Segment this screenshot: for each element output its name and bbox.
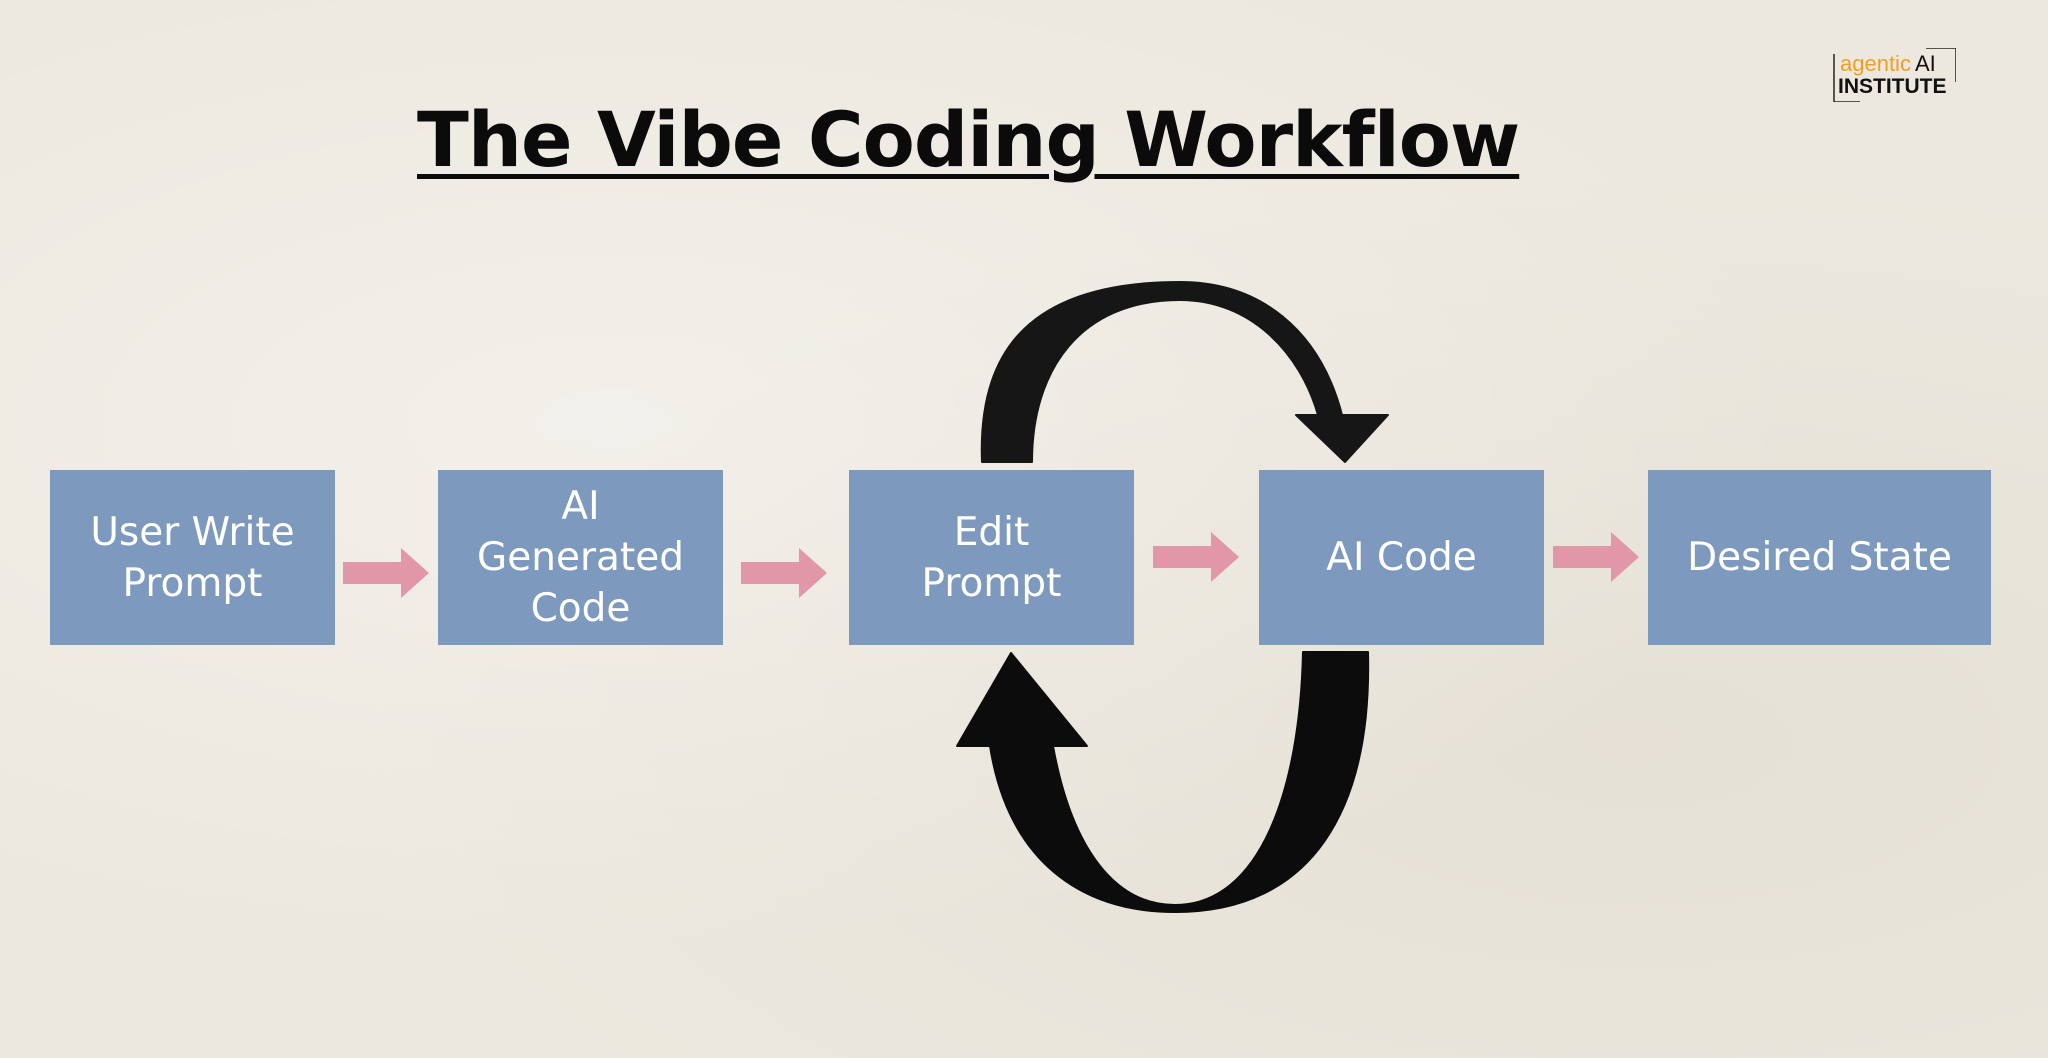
logo-word-agentic: agentic: [1840, 51, 1911, 76]
step-desired-state: Desired State: [1648, 470, 1991, 645]
right-arrow-icon: [741, 548, 827, 598]
step-label-line: Prompt: [921, 560, 1062, 606]
step-label: Desired State: [1687, 532, 1952, 583]
logo-word-institute: INSTITUTE: [1838, 75, 1947, 98]
step-user-write-prompt: User Write Prompt: [50, 470, 335, 645]
step-label-line: Code: [530, 586, 631, 631]
logo-word-ai: AI: [1914, 51, 1936, 76]
step-ai-generated-code: AI Generated Code: [438, 470, 723, 645]
step-label: AI Generated Code: [477, 481, 684, 634]
logo-frame-icon: [1833, 48, 1956, 102]
right-arrow-icon: [343, 548, 429, 598]
step-label: User Write Prompt: [90, 507, 294, 609]
step-label-line: Prompt: [122, 560, 263, 606]
step-label-line: Desired State: [1687, 535, 1952, 580]
step-label: Edit Prompt: [922, 507, 1062, 609]
step-edit-prompt: Edit Prompt: [849, 470, 1134, 645]
step-label-line: AI Code: [1326, 535, 1477, 580]
curved-arrow-icon: [980, 281, 1389, 463]
step-label-line: Edit: [953, 509, 1030, 555]
step-label-line: Generated: [477, 535, 684, 580]
step-label-line: User Write: [90, 509, 295, 555]
step-label-line: AI: [561, 484, 600, 529]
right-arrow-icon: [1153, 532, 1239, 582]
right-arrow-icon: [1553, 532, 1639, 582]
curved-arrow-icon: [956, 651, 1370, 913]
page-title: The Vibe Coding Workflow: [417, 95, 1520, 184]
step-ai-code: AI Code: [1259, 470, 1544, 645]
step-label: AI Code: [1326, 532, 1476, 583]
